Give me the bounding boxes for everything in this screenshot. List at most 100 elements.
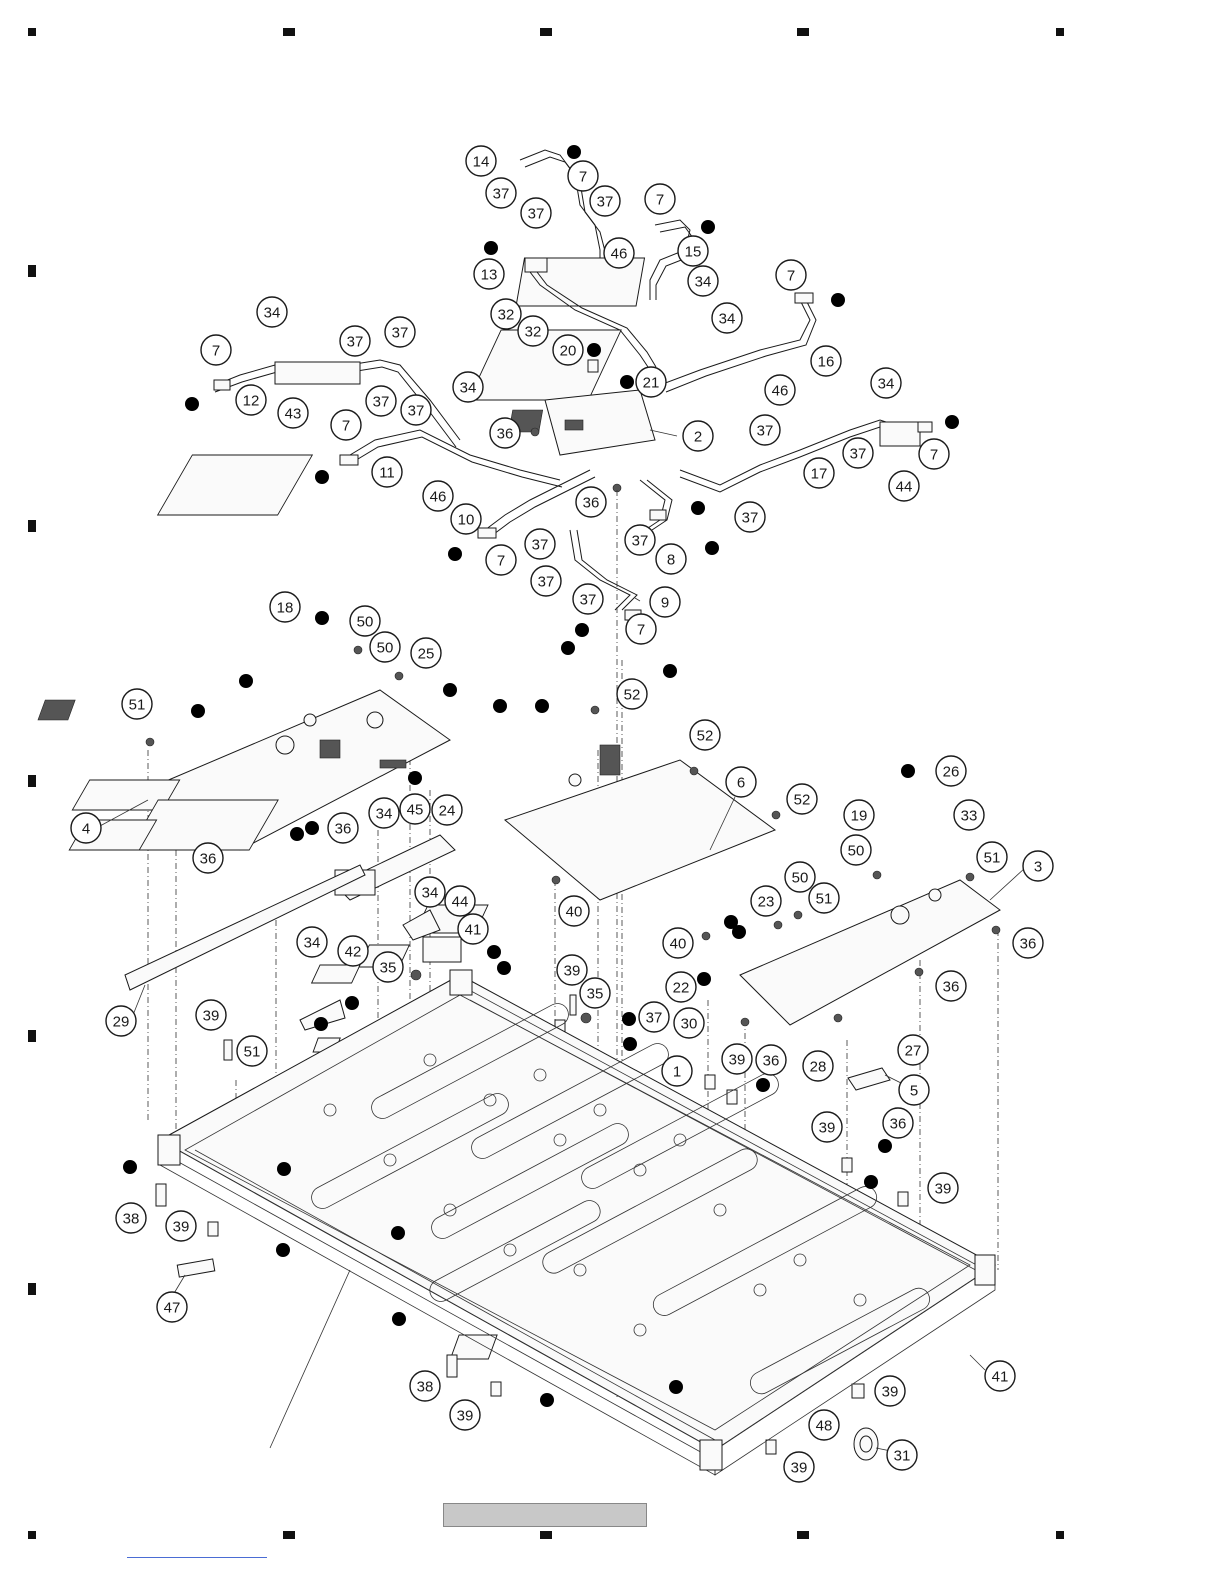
callout-circle — [256, 296, 288, 328]
callout-circle — [734, 501, 766, 533]
part-callout: 36 — [755, 1044, 787, 1076]
callout-number: 34 — [422, 885, 439, 902]
callout-number: 29 — [113, 1014, 130, 1031]
callout-circle — [810, 345, 842, 377]
part-callout: 36 — [935, 970, 967, 1002]
callout-number: 24 — [439, 803, 456, 820]
callout-circle — [603, 237, 635, 269]
part-callout: 21 — [635, 366, 667, 398]
callout-number: 52 — [624, 687, 641, 704]
part-callout: 50 — [840, 834, 872, 866]
callout-circle — [399, 793, 431, 825]
callout-circle — [489, 417, 521, 449]
part-callout: 37 — [638, 1001, 670, 1033]
callout-number: 15 — [685, 244, 702, 261]
part-callout: 44 — [444, 885, 476, 917]
part-callout: 7 — [775, 259, 807, 291]
callout-circle — [808, 882, 840, 914]
callout-circle — [372, 951, 404, 983]
callout-number: 52 — [794, 792, 811, 809]
part-callout: 39 — [811, 1111, 843, 1143]
callout-number: 34 — [878, 376, 895, 393]
part-callout: 37 — [384, 316, 416, 348]
callout-number: 50 — [357, 614, 374, 631]
part-callout: 51 — [236, 1035, 268, 1067]
callout-circle — [842, 437, 874, 469]
callout-circle — [677, 235, 709, 267]
callout-circle — [882, 1107, 914, 1139]
callout-number: 37 — [742, 510, 759, 527]
callout-circle — [843, 799, 875, 831]
part-callout: 40 — [662, 927, 694, 959]
callout-number: 37 — [373, 394, 390, 411]
callout-circle — [935, 970, 967, 1002]
part-callout: 46 — [422, 480, 454, 512]
part-callout: 28 — [802, 1050, 834, 1082]
callout-circle — [236, 1035, 268, 1067]
part-callout: 34 — [414, 876, 446, 908]
callout-number: 34 — [695, 274, 712, 291]
callout-number: 38 — [417, 1379, 434, 1396]
callout-number: 39 — [882, 1384, 899, 1401]
part-callout: 37 — [400, 394, 432, 426]
callout-circle — [661, 1055, 693, 1087]
callout-circle — [414, 876, 446, 908]
callout-number: 34 — [460, 380, 477, 397]
callout-circle — [898, 1074, 930, 1106]
callout-number: 2 — [694, 429, 702, 446]
small-parts — [124, 834, 909, 1461]
part-callout: 47 — [156, 1291, 188, 1323]
footer-link-underline[interactable] — [127, 1557, 267, 1558]
callout-circle — [330, 409, 362, 441]
callout-circle — [520, 197, 552, 229]
callout-circle — [327, 812, 359, 844]
callout-number: 28 — [810, 1059, 827, 1076]
callout-number: 37 — [580, 592, 597, 609]
callout-number: 36 — [200, 851, 217, 868]
callout-circle — [450, 503, 482, 535]
callout-circle — [644, 183, 676, 215]
part-callout: 30 — [673, 1007, 705, 1039]
callout-number: 45 — [407, 802, 424, 819]
callout-circle — [192, 842, 224, 874]
callout-number: 5 — [910, 1083, 918, 1100]
part-callout: 45 — [399, 793, 431, 825]
callout-circle — [156, 1291, 188, 1323]
callout-circle — [755, 1044, 787, 1076]
callout-number: 34 — [376, 806, 393, 823]
callout-circle — [195, 999, 227, 1031]
callout-number: 38 — [123, 1211, 140, 1228]
callout-circle — [624, 524, 656, 556]
part-callout: 37 — [589, 185, 621, 217]
part-callout: 50 — [369, 631, 401, 663]
part-callout: 37 — [734, 501, 766, 533]
callout-number: 50 — [848, 843, 865, 860]
callout-circle — [775, 259, 807, 291]
callout-number: 7 — [212, 343, 220, 360]
callout-circle — [235, 384, 267, 416]
part-callout: 32 — [490, 298, 522, 330]
part-callout: 39 — [783, 1451, 815, 1483]
part-callout: 18 — [269, 591, 301, 623]
part-callout: 37 — [339, 325, 371, 357]
callout-circle — [121, 688, 153, 720]
callout-number: 7 — [656, 192, 664, 209]
callout-number: 34 — [264, 305, 281, 322]
part-callout: 39 — [556, 954, 588, 986]
part-callout: 22 — [665, 971, 697, 1003]
callout-circle — [485, 544, 517, 576]
callout-circle — [400, 394, 432, 426]
callout-number: 39 — [173, 1219, 190, 1236]
part-callout: 15 — [677, 235, 709, 267]
part-callout: 34 — [687, 265, 719, 297]
callout-number: 13 — [481, 267, 498, 284]
callout-number: 36 — [583, 495, 600, 512]
callout-circle — [808, 1409, 840, 1441]
callout-number: 36 — [1020, 936, 1037, 953]
callout-number: 37 — [392, 325, 409, 342]
callout-circle — [556, 954, 588, 986]
callout-circle — [269, 591, 301, 623]
part-callout: 36 — [192, 842, 224, 874]
callout-circle — [1022, 850, 1054, 882]
